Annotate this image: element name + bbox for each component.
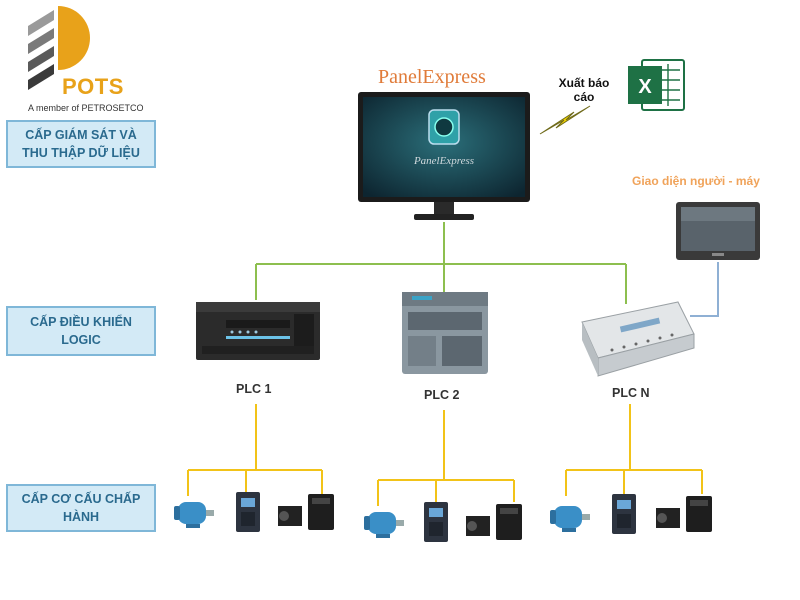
level-logic-control: CẤP ĐIỀU KHIỂN LOGIC	[6, 306, 156, 356]
plcn-label: PLC N	[612, 386, 650, 400]
inverter-drive-icon	[236, 492, 260, 532]
field-lines	[187, 404, 703, 506]
level-actuator: CẤP CƠ CẤU CHẤP HÀNH	[6, 484, 156, 532]
motor-icon	[364, 512, 404, 538]
motor-icon	[174, 502, 214, 528]
plc1-device-icon	[196, 302, 320, 360]
pots-logo-mark	[28, 6, 90, 90]
hmi-link-line	[690, 262, 719, 317]
level-supervisory: CẤP GIÁM SÁT VÀ THU THẬP DỮ LIỆU	[6, 120, 156, 168]
servo-drive-icon	[656, 496, 712, 532]
export-report-label: Xuất báo cáo	[558, 76, 610, 104]
servo-drive-icon	[466, 504, 522, 540]
hmi-label: Giao diện người - máy	[632, 174, 760, 188]
plcn-device-icon	[581, 301, 695, 377]
motor-icon	[550, 506, 590, 532]
excel-letter: X	[638, 76, 652, 98]
monitor-screen-text: PanelExpress	[413, 155, 474, 167]
monitor-icon: PanelExpress	[358, 92, 530, 220]
hmi-panel-icon	[676, 202, 760, 260]
logo-tagline: A member of PETROSETCO	[28, 103, 144, 113]
inverter-drive-icon	[612, 494, 636, 534]
plc2-label: PLC 2	[424, 388, 460, 402]
lightning-bolt-icon	[539, 105, 591, 135]
logo-brand: POTS	[62, 74, 124, 99]
excel-icon: X	[628, 59, 685, 111]
servo-drive-icon	[278, 494, 334, 530]
inverter-drive-icon	[424, 502, 448, 542]
plc2-device-icon	[402, 292, 488, 374]
software-title: PanelExpress	[378, 66, 486, 88]
network-lines	[255, 222, 627, 304]
plc1-label: PLC 1	[236, 382, 272, 396]
